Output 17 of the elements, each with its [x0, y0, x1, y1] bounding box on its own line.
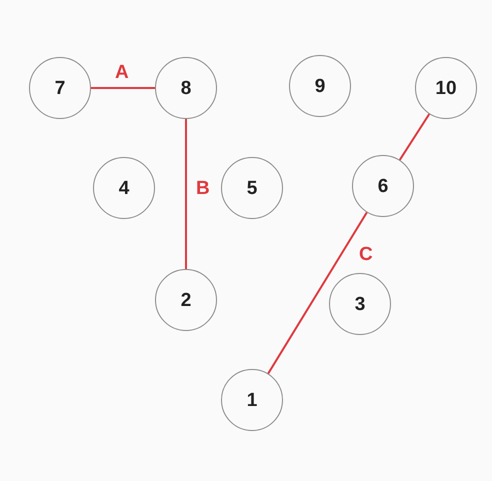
connector-line	[91, 87, 155, 89]
connector-line	[267, 212, 368, 374]
number-circle: 8	[155, 57, 217, 119]
number-circle: 4	[93, 157, 155, 219]
connector-line	[398, 114, 430, 160]
number-circle: 1	[221, 369, 283, 431]
number-circle: 9	[289, 55, 351, 117]
number-circle: 5	[221, 157, 283, 219]
number-circle: 7	[29, 57, 91, 119]
edge-label: A	[115, 62, 129, 82]
edge-label: B	[196, 178, 210, 198]
number-circle: 3	[329, 273, 391, 335]
number-circle: 6	[352, 155, 414, 217]
edge-label: C	[359, 244, 373, 264]
number-circle: 10	[415, 57, 477, 119]
connector-line	[185, 119, 187, 269]
number-circle: 2	[155, 269, 217, 331]
